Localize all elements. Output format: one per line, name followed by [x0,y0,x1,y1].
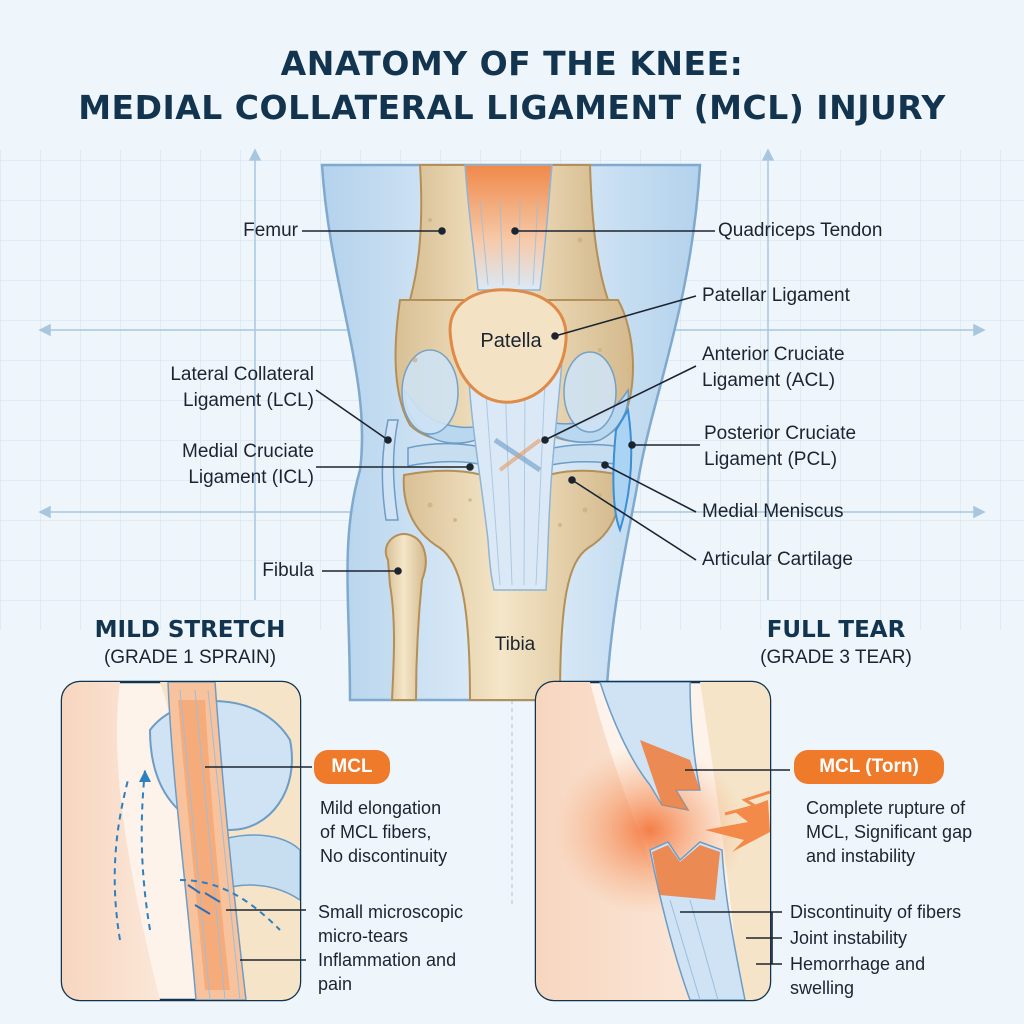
label-articular-cartilage: Articular Cartilage [702,549,853,570]
mild-note-inflammation: Inflammation and pain [318,948,456,996]
mild-stretch-panel-art [60,680,312,1002]
tear-note-instability: Joint instability [790,928,908,948]
label-patella: Patella [480,330,542,352]
mild-note-inflammation-line1: Inflammation and [318,950,457,970]
full-tear-description: Complete rupture of MCL, Significant gap… [806,796,972,868]
mcl-torn-badge: MCL (Torn) [794,750,944,784]
label-medial-meniscus: Medial Meniscus [702,501,844,522]
label-fibula: Fibula [262,560,314,581]
label-lcl-line1: Lateral Collateral [170,364,314,385]
label-icl: Medial Cruciate Ligament (ICL) [182,439,314,491]
label-pcl-line1: Posterior Cruciate [704,423,857,444]
mild-note-microtears-line1: Small microscopic [318,902,464,922]
fibula-bone [384,533,427,701]
label-femur: Femur [243,220,298,241]
label-quadriceps-tendon: Quadriceps Tendon [718,220,883,241]
mild-stretch-subheading: (GRADE 1 SPRAIN) [103,647,277,668]
lcl-ligament [381,419,399,521]
mild-stretch-description: Mild elongation of MCL fibers, No discon… [320,796,447,868]
full-tear-subheading: (GRADE 3 TEAR) [760,647,912,668]
full-tear-panel-art [534,680,790,1002]
leader-lines [302,227,715,575]
tear-note-hemorrhage: Hemorrhage and swelling [790,952,925,1000]
tear-note-discontinuity: Discontinuity of fibers [790,902,962,922]
label-lcl-line2: Ligament (LCL) [183,390,314,411]
mild-desc-line2: of MCL fibers, [320,822,432,842]
tear-note-hemorrhage-line2: swelling [790,978,855,998]
tear-desc-line1: Complete rupture of [806,798,966,818]
label-acl-line2: Ligament (ACL) [702,370,836,391]
full-tear-heading: FULL TEAR [766,617,906,643]
mild-note-inflammation-line2: pain [318,974,353,994]
label-acl-line1: Anterior Cruciate [702,344,845,365]
label-tibia: Tibia [494,634,536,655]
page-title-line2: MEDIAL COLLATERAL LIGAMENT (MCL) INJURY [78,88,946,127]
tear-note-hemorrhage-line1: Hemorrhage and [790,954,926,974]
mild-note-microtears-line2: micro-tears [318,926,409,946]
label-pcl: Posterior Cruciate Ligament (PCL) [704,421,856,473]
mild-note-microtears: Small microscopic micro-tears [318,900,463,948]
patella-bone [448,288,568,404]
mild-desc-line3: No discontinuity [320,846,448,866]
label-patellar-ligament: Patellar Ligament [702,285,850,306]
tear-desc-line2: MCL, Significant gap [806,822,973,842]
quadriceps-tendon [464,164,553,291]
label-lcl: Lateral Collateral Ligament (LCL) [170,362,314,414]
mild-desc-line1: Mild elongation [320,798,442,818]
label-icl-line2: Ligament (ICL) [188,467,314,488]
mcl-badge: MCL [314,750,390,784]
mild-stretch-heading: MILD STRETCH [94,617,286,643]
label-acl: Anterior Cruciate Ligament (ACL) [702,342,845,394]
page-title-line1: ANATOMY OF THE KNEE: [280,44,744,83]
label-pcl-line2: Ligament (PCL) [704,449,838,470]
tear-desc-line3: and instability [806,846,916,866]
label-icl-line1: Medial Cruciate [182,441,314,462]
